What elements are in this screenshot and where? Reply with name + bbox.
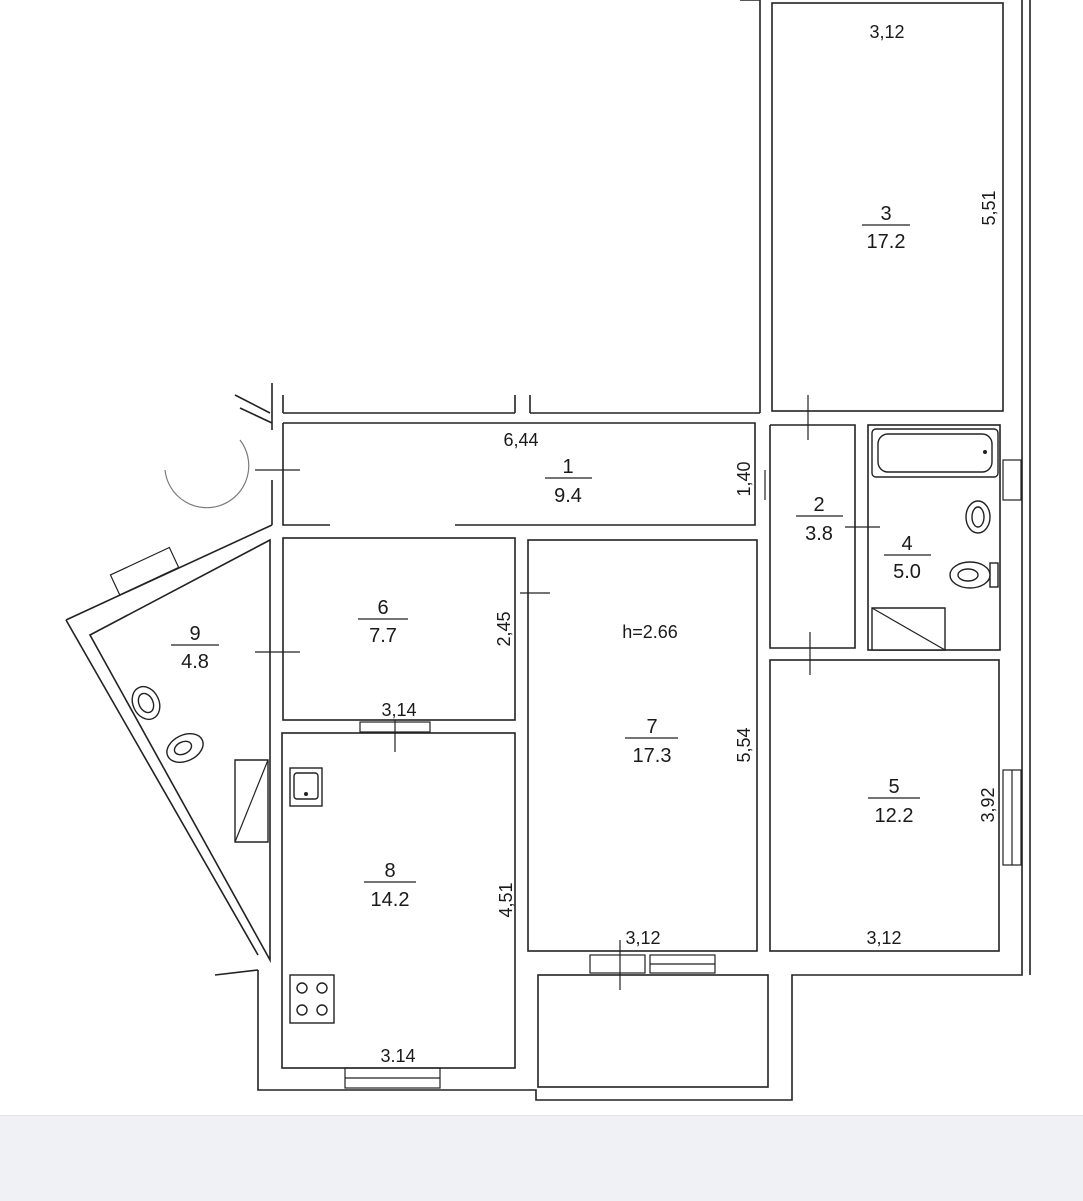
room-area: 4.8 [181, 651, 209, 673]
room-area: 17.3 [633, 745, 672, 767]
room-label-8: 8 14.2 [364, 860, 416, 911]
ceiling-height: h=2.66 [622, 622, 678, 642]
room-label-1: 1 9.4 [545, 456, 592, 507]
room-label-4: 4 5.0 [884, 533, 931, 583]
stair-closet-icon [871, 607, 946, 651]
room-number: 5 [888, 776, 899, 798]
room-area: 12.2 [875, 805, 914, 827]
dim-room5-side: 3,92 [978, 787, 998, 822]
dim-room1-depth: 1,40 [734, 461, 754, 496]
bottom-bar [0, 1115, 1083, 1201]
room-number: 7 [646, 716, 657, 738]
room-number: 9 [189, 623, 200, 645]
room-label-3: 3 17.2 [862, 203, 910, 253]
stove-icon [289, 974, 335, 1024]
room-number: 1 [562, 456, 573, 478]
dim-room7-bottom: 3,12 [625, 928, 660, 948]
dim-room3-length: 5,51 [979, 190, 999, 225]
bathtub-icon [871, 428, 999, 478]
room-number: 2 [813, 494, 824, 516]
dim-room6-side: 2,45 [494, 611, 514, 646]
room-number: 8 [384, 860, 395, 882]
dim-room7-side: 5,54 [734, 727, 754, 762]
room-area: 9.4 [554, 485, 582, 507]
dim-room8-side: 4,51 [496, 882, 516, 917]
room-area: 7.7 [369, 625, 397, 647]
floor-plan: 3 17.2 1 9.4 2 3.8 4 5.0 6 7.7 9 4.8 7 1… [65, 0, 1031, 1101]
room-area: 5.0 [893, 561, 921, 583]
dimensions: 3,12 5,51 6,44 1,40 2,45 3,14 4,51 3.14 … [380, 22, 999, 1066]
room-number: 4 [901, 533, 912, 555]
room-area: 14.2 [371, 889, 410, 911]
dim-room8-bottom: 3.14 [380, 1046, 415, 1066]
toilet-icon-room9 [166, 733, 204, 763]
room-number: 3 [880, 203, 891, 225]
room-label-5: 5 12.2 [868, 776, 920, 827]
toilet-icon [949, 561, 999, 589]
dim-room8-top: 3,14 [381, 700, 416, 720]
dim-room5-bottom: 3,12 [866, 928, 901, 948]
room-label-2: 2 3.8 [796, 494, 843, 545]
washbasin-icon-room9 [131, 685, 161, 721]
washbasin-icon [965, 500, 991, 534]
room-label-9: 9 4.8 [171, 623, 219, 673]
dim-room1-width: 6,44 [503, 430, 538, 450]
room-label-7: 7 17.3 [625, 716, 678, 767]
room-number: 6 [377, 597, 388, 619]
dim-room3-width: 3,12 [869, 22, 904, 42]
room-area: 17.2 [867, 231, 906, 253]
room-label-6: 6 7.7 [358, 597, 408, 647]
room-area: 3.8 [805, 523, 833, 545]
sink-icon [289, 767, 323, 807]
closet-icon-room9 [234, 759, 269, 843]
